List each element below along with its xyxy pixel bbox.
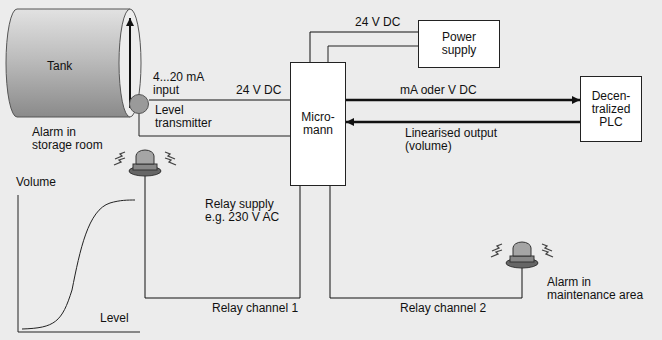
micromann-box: Micro- mann — [290, 62, 346, 186]
voltage-label: 24 V DC — [236, 84, 281, 97]
level-transmitter: Level transmitter — [129, 94, 149, 114]
chart-axes — [18, 195, 140, 332]
axis-label: Volume — [16, 176, 56, 189]
axis-label: Level — [100, 312, 129, 325]
flash-lines — [114, 152, 125, 165]
flash-lines — [542, 244, 553, 257]
signal-arrow — [346, 121, 580, 124]
beacon-outline — [128, 148, 162, 176]
level-arrow — [129, 18, 131, 108]
alarm-beacon: Alarm in storage room — [128, 148, 162, 176]
node-text: Alarm in maintenance area — [547, 276, 651, 302]
transmitter-circle — [130, 95, 149, 114]
tank-outline — [5, 8, 145, 118]
tank-shape: Tank — [5, 8, 145, 118]
supply-wire — [328, 46, 418, 62]
alarm-beacon: Alarm in maintenance area — [505, 240, 539, 268]
plc-box: Decen- tralized PLC — [580, 76, 642, 142]
signal-arrow — [346, 99, 580, 102]
tank-body — [6, 9, 130, 117]
edge-label: 4...20 mA input — [153, 71, 213, 97]
beacon-dome — [513, 242, 531, 256]
beacon-outline — [505, 240, 539, 268]
wire — [330, 186, 522, 298]
node-text: Micro- mann — [295, 111, 341, 137]
circle-outline — [129, 94, 149, 114]
wire — [149, 100, 290, 101]
edge-label: Relay channel 2 — [400, 302, 486, 315]
beacon-dome — [136, 150, 154, 164]
node-text: Alarm in storage room — [32, 126, 114, 152]
volume-curve — [22, 200, 135, 329]
wire — [145, 176, 300, 298]
flash-lines — [491, 244, 502, 257]
node-text: Tank — [47, 60, 107, 73]
node-text: Power supply — [433, 31, 485, 57]
edge-label: mA oder V DC — [400, 84, 477, 97]
node-text: Level transmitter — [155, 104, 225, 130]
relay-supply-label: Relay supply e.g. 230 V AC — [205, 198, 289, 224]
node-text: Decen- tralized PLC — [585, 90, 637, 129]
edge-label: Linearised output (volume) — [405, 127, 509, 153]
wire — [310, 32, 418, 62]
edge-label: Relay channel 1 — [212, 302, 298, 315]
beacon-collar — [510, 256, 534, 262]
power-supply-box: Power supply — [418, 20, 500, 68]
flash-lines — [165, 152, 176, 165]
beacon-collar — [133, 164, 157, 170]
edge-label: 24 V DC — [355, 16, 400, 29]
